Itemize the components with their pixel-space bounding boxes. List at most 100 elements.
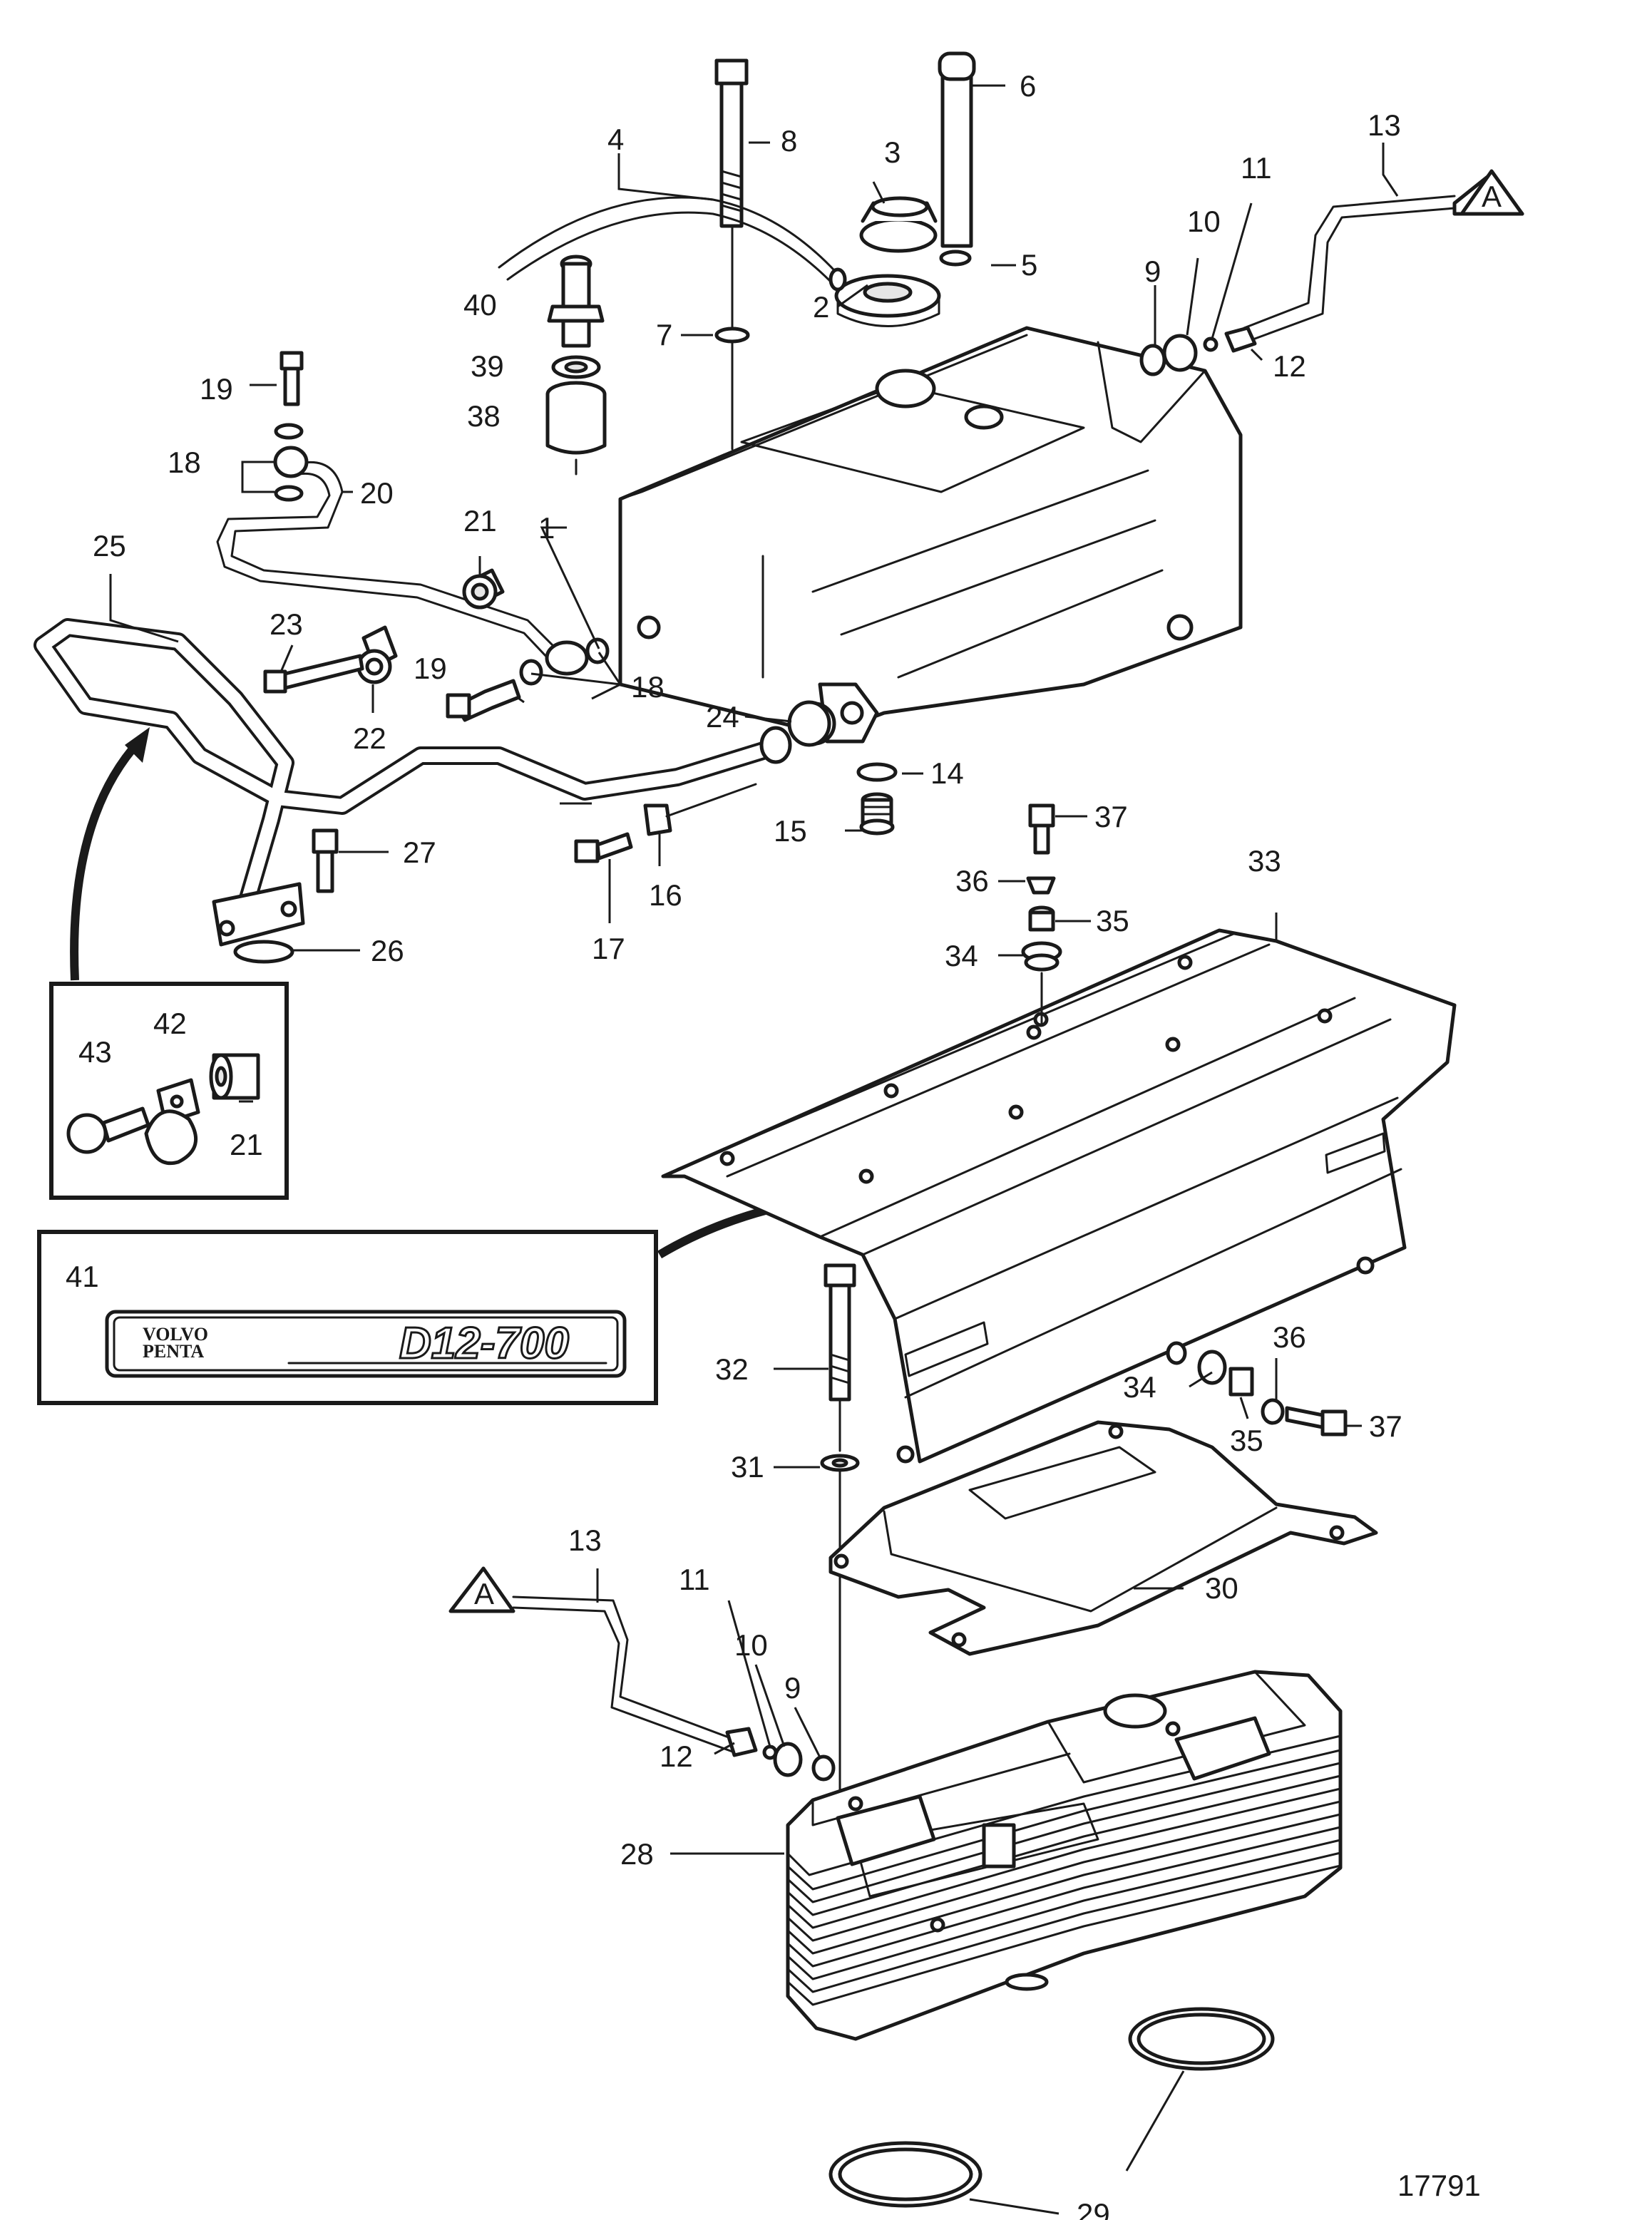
callout-3: 3 (884, 135, 901, 169)
spacer-part-35-side (1228, 1367, 1254, 1397)
dipstick-tube-part-6 (938, 51, 976, 267)
washer-part-36-top (1026, 876, 1056, 895)
callout-9b: 9 (784, 1671, 801, 1705)
callout-5: 5 (1021, 248, 1037, 282)
bolt-part-23 (263, 654, 364, 694)
o-ring-part-26 (233, 940, 294, 964)
callout-32: 32 (715, 1352, 749, 1386)
seal-part-24 (787, 700, 831, 747)
bolt-part-37-top (1028, 803, 1055, 855)
callout-20: 20 (360, 476, 394, 510)
spacer-part-21-top (462, 568, 505, 610)
callout-19b: 19 (414, 652, 447, 685)
breather-hose-part-4 (498, 196, 847, 292)
oil-pipe-part-25 (34, 618, 792, 932)
callout-16: 16 (649, 878, 682, 912)
callout-labels: 1 2 3 4 5 6 7 8 9 10 11 12 13 14 15 16 1… (66, 69, 1402, 2220)
callout-34b: 34 (1123, 1370, 1156, 1404)
clip-part-16 (643, 783, 757, 836)
grommet-part-34-top (1021, 941, 1062, 972)
bracket-part-30 (828, 1420, 1378, 1656)
callout-39: 39 (471, 349, 504, 383)
callout-35: 35 (1096, 904, 1129, 937)
decal-brand-line1: VOLVO (143, 1324, 208, 1345)
oil-cooler-part-28 (786, 1670, 1343, 2041)
callout-6: 6 (1020, 69, 1036, 103)
callout-34: 34 (945, 939, 978, 972)
callout-11b: 11 (679, 1563, 710, 1596)
callout-37: 37 (1094, 800, 1128, 833)
banjo-bolt-part-19-left (279, 351, 304, 406)
cover-plate-part-33 (661, 928, 1457, 1464)
callout-14: 14 (930, 756, 964, 790)
callout-9: 9 (1144, 255, 1161, 288)
reference-arrow-left (70, 727, 150, 981)
drain-plug-part-15 (859, 792, 895, 836)
callout-8: 8 (781, 124, 797, 158)
pipe-flange-part-25 (212, 882, 305, 947)
callout-24: 24 (706, 700, 739, 734)
callout-35b: 35 (1230, 1424, 1263, 1457)
callout-27: 27 (403, 836, 436, 869)
callout-29: 29 (1077, 2197, 1110, 2220)
housing-part-38 (545, 381, 607, 476)
callout-15: 15 (774, 814, 807, 848)
callout-23: 23 (270, 607, 303, 641)
washers-part-18-left (274, 423, 304, 502)
callout-37b: 37 (1369, 1409, 1402, 1443)
callout-41: 41 (66, 1260, 99, 1293)
seal-ring-part-2 (834, 274, 941, 327)
bolt-part-27 (312, 828, 339, 893)
callout-30: 30 (1205, 1571, 1238, 1605)
callout-13b: 13 (568, 1523, 602, 1557)
breather-valve-part-40 (547, 255, 605, 348)
oil-pipe-part-20 (216, 446, 589, 676)
decal-model-text: D12-700 (399, 1319, 569, 1368)
callout-36: 36 (955, 864, 989, 898)
callout-18b: 18 (631, 670, 665, 704)
callout-28: 28 (620, 1837, 654, 1871)
callout-12b: 12 (660, 1739, 693, 1773)
callout-42: 42 (153, 1007, 187, 1040)
callout-1: 1 (538, 511, 555, 545)
bolt-part-8 (714, 58, 750, 451)
bolt-part-37-side (1285, 1406, 1348, 1437)
callout-31: 31 (731, 1450, 764, 1484)
oil-pipe-part-13-top (1243, 169, 1524, 342)
callout-11: 11 (1241, 151, 1272, 185)
filler-cap-part-3 (859, 196, 938, 253)
callout-10b: 10 (734, 1628, 768, 1662)
callout-2: 2 (813, 290, 829, 324)
bolt-part-17 (574, 832, 633, 863)
callout-38: 38 (467, 399, 501, 433)
decal-brand-line2: PENTA (143, 1341, 204, 1362)
o-ring-part-29-right (1128, 2007, 1275, 2071)
connector-marker-a-bottom: A (474, 1577, 494, 1610)
callout-7: 7 (656, 318, 672, 351)
callout-18: 18 (168, 446, 201, 479)
callout-33: 33 (1248, 844, 1281, 878)
o-ring-part-29-left (828, 2141, 983, 2208)
clamp-part-22 (356, 625, 398, 684)
grommet-part-34-side (1166, 1341, 1227, 1385)
seal-part-39 (551, 355, 601, 379)
oil-pipe-part-13-bottom (448, 1566, 736, 1754)
callout-26: 26 (371, 934, 404, 967)
callout-13: 13 (1368, 108, 1401, 142)
bolt-part-32 (824, 1263, 856, 1452)
washer-part-36-side (1261, 1398, 1285, 1425)
detail-inset-box (49, 982, 289, 1200)
callout-22: 22 (353, 721, 386, 755)
clamp-part-42 (144, 1078, 200, 1165)
callout-43: 43 (78, 1035, 112, 1069)
decal-inset-box (37, 1230, 658, 1405)
callout-21: 21 (463, 504, 497, 538)
banjo-bolt-part-19-right (446, 679, 521, 722)
callout-40: 40 (463, 288, 497, 322)
figure-number: 17791 (1397, 2169, 1481, 2202)
callout-10: 10 (1187, 205, 1221, 238)
callout-4: 4 (607, 123, 624, 156)
leader-lines (109, 84, 1399, 2215)
callout-21b: 21 (230, 1128, 263, 1161)
